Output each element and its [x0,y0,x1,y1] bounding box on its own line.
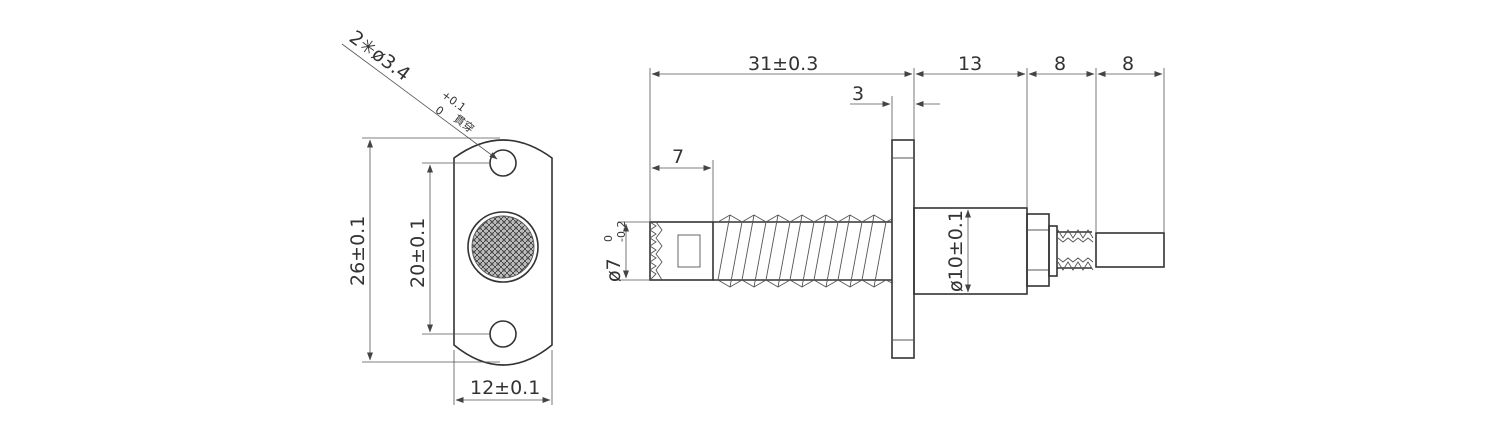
flange-outline [453,139,553,366]
side-view: 31±0.3 13 8 8 3 7 ø7 0 -0.2 ø10±0.1 [602,53,1165,359]
contact-mesh-face [472,216,534,278]
dim-nut-length: 8 [1054,53,1066,75]
dim-flange-thickness: 3 [852,83,864,105]
barrel [913,207,1028,295]
holes-note-label: 2✳ø3.4 +0.1 0 貫穿 [345,26,477,135]
mounting-hole-bottom [489,320,517,348]
dim-body-length: 31±0.3 [748,53,818,75]
nut [1026,213,1050,287]
dim-tip-tol-lower: -0.2 [615,221,628,242]
dim-tip-length: 7 [672,146,684,168]
dim-tip-tol-upper: 0 [602,235,615,242]
dim-barrel-length: 13 [958,53,982,75]
front-view: 2✳ø3.4 +0.1 0 貫穿 26±0.1 20±0.1 12±0.1 [341,26,553,405]
shaft-thread [717,214,893,288]
dim-barrel-diameter: ø10±0.1 [945,210,967,292]
dim-plunger-length: 8 [1122,53,1134,75]
dim-flange-width: 12±0.1 [470,377,540,399]
dim-tip-diameter: ø7 [603,258,625,282]
dim-hole-spacing: 20±0.1 [407,218,429,288]
holes-note: 2✳ø3.4 [345,26,414,85]
contact-ring [467,211,539,283]
holes-note-suffix: 貫穿 [451,111,477,135]
contact-tip [649,221,714,281]
holes-tol-lower: 0 [433,103,446,118]
plunger [1095,232,1165,268]
dim-total-height: 26±0.1 [347,216,369,286]
mounting-hole-top [489,149,517,177]
tip-knurl [649,221,657,281]
flange-plate [891,139,915,359]
